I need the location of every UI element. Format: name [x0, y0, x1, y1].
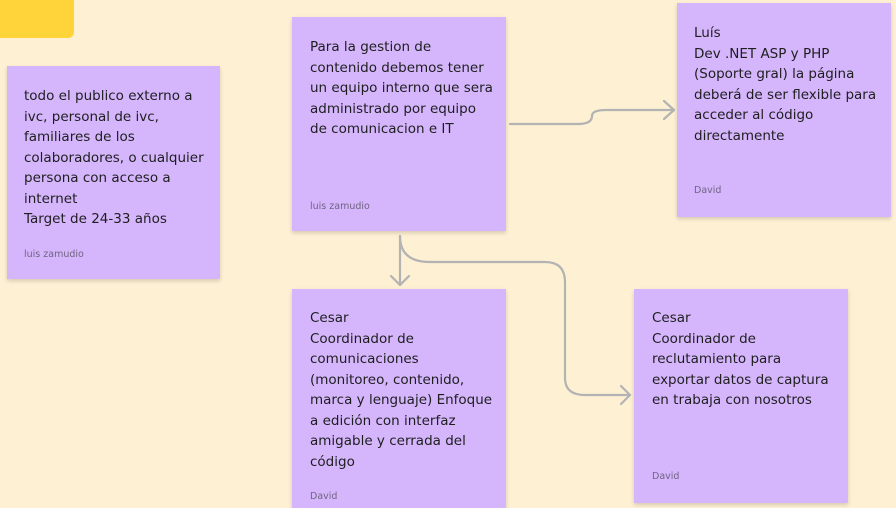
- arrowhead-cesar-com: [389, 274, 411, 287]
- arrowhead-cesar-rec: [619, 384, 632, 406]
- sticky-note-luis-dev[interactable]: Luís Dev .NET ASP y PHP (Soporte gral) l…: [677, 3, 891, 217]
- yellow-sticky-note-partial[interactable]: [0, 0, 74, 38]
- note-text: Cesar Coordinador de comunicaciones (mon…: [310, 310, 493, 470]
- sticky-note-cesar-communications[interactable]: Cesar Coordinador de comunicaciones (mon…: [292, 289, 506, 508]
- arrowhead-luis: [662, 99, 676, 121]
- note-text: Para la gestion de contenido debemos ten…: [310, 39, 493, 137]
- connector-content-to-luis: [508, 108, 676, 126]
- note-text: todo el publico externo a ivc, personal …: [24, 88, 204, 227]
- note-text: Luís Dev .NET ASP y PHP (Soporte gral) l…: [694, 25, 877, 144]
- note-author: luis zamudio: [24, 249, 84, 260]
- note-author: luis zamudio: [310, 201, 370, 212]
- sticky-note-audience[interactable]: todo el publico externo a ivc, personal …: [7, 66, 220, 279]
- note-author: David: [694, 185, 722, 196]
- note-author: David: [310, 491, 338, 502]
- note-author: David: [652, 471, 680, 482]
- note-text: Cesar Coordinador de reclutamiento para …: [652, 310, 829, 408]
- sticky-note-content-team[interactable]: Para la gestion de contenido debemos ten…: [292, 17, 506, 231]
- sticky-note-cesar-recruitment[interactable]: Cesar Coordinador de reclutamiento para …: [634, 289, 848, 503]
